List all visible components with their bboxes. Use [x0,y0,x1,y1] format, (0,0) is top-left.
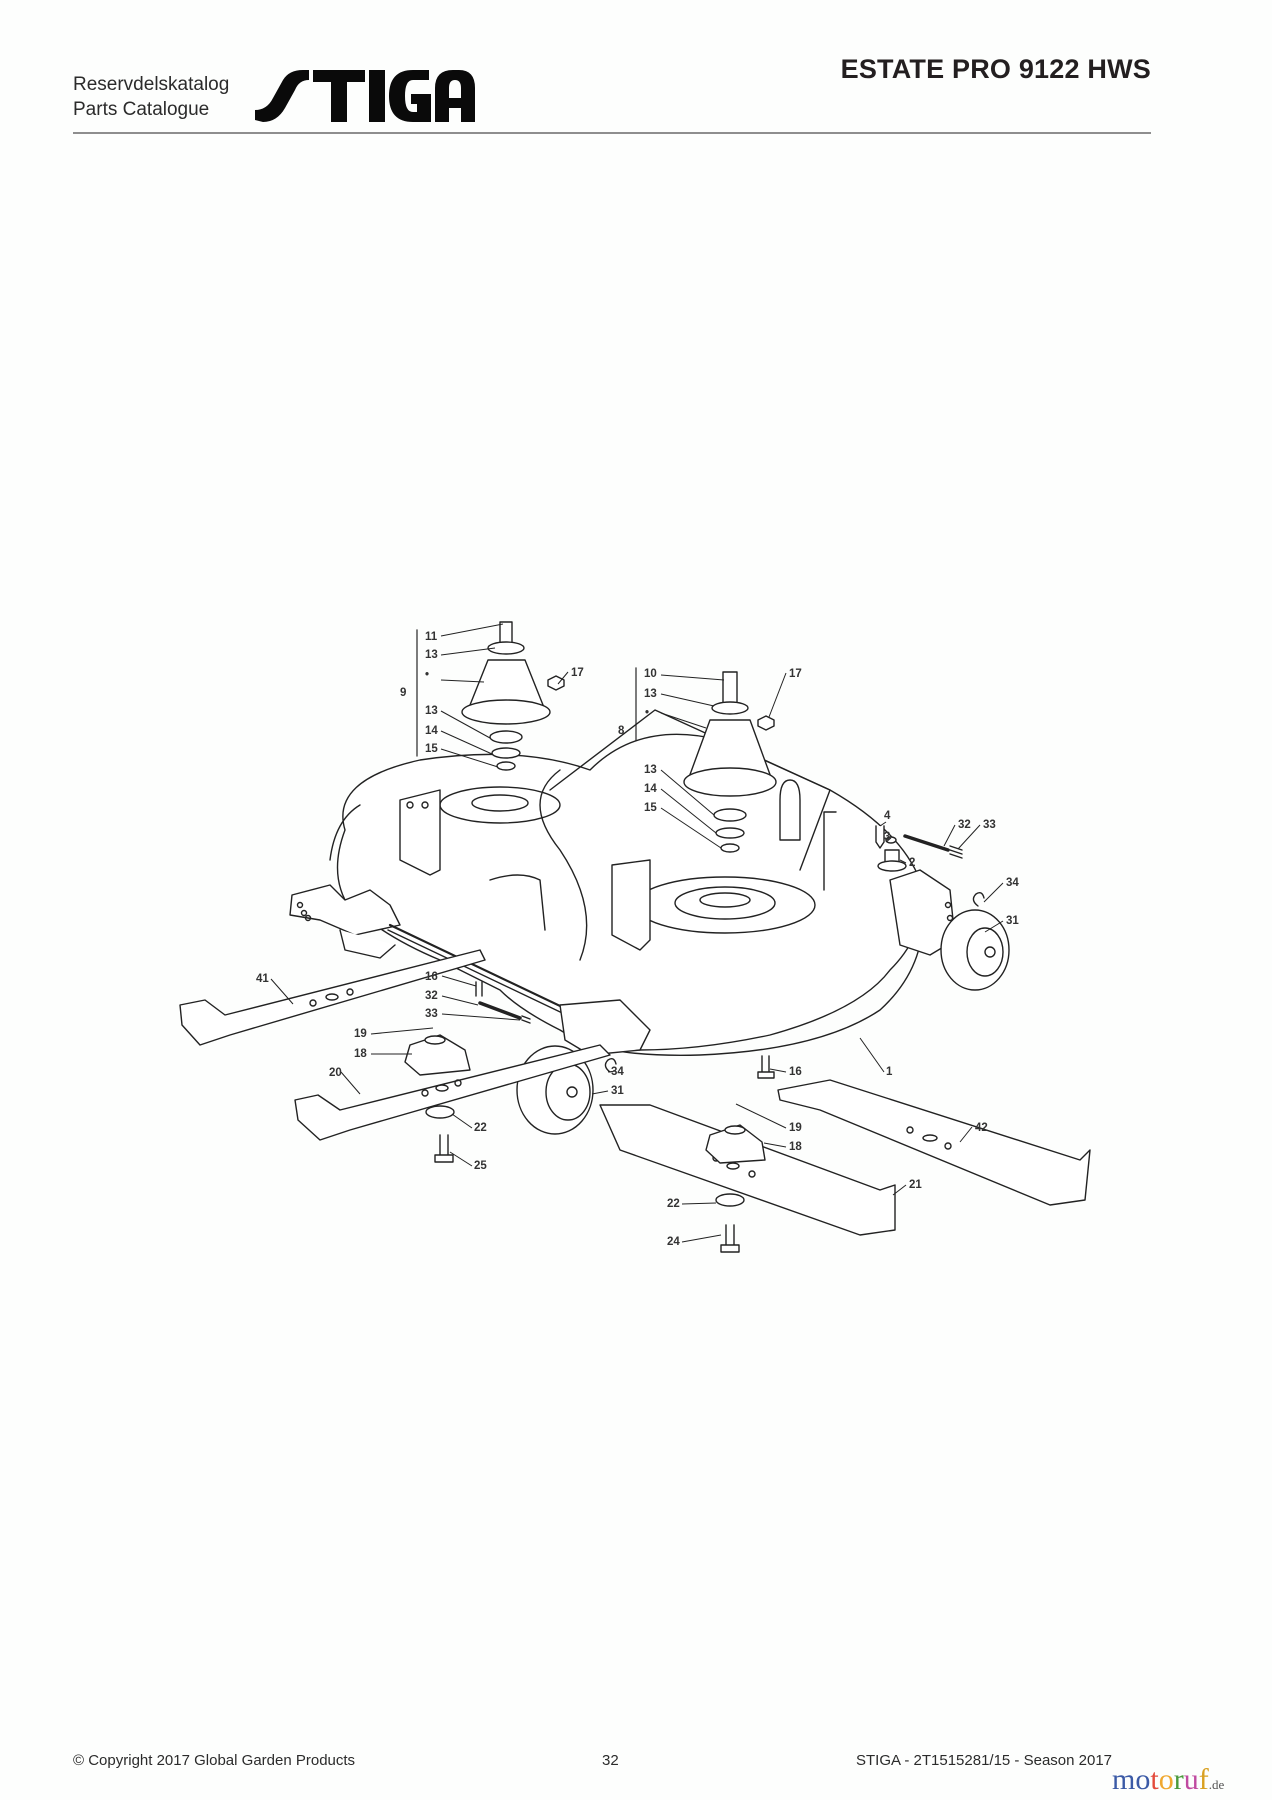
callout-31: 31 [611,1085,624,1097]
model-title: ESTATE PRO 9122 HWS [840,54,1151,84]
callout-16: 16 [425,971,438,983]
copyright-notice: © Copyright 2017 Global Garden Products [73,1752,356,1769]
callout-15: 15 [425,743,438,755]
callout-13: 13 [644,764,657,776]
callout-33: 33 [983,819,996,831]
callout-10: 10 [644,668,657,680]
callout-13: 13 [425,705,438,717]
callout-2: 2 [909,857,915,869]
callout-25: 25 [474,1160,487,1172]
callout-32: 32 [958,819,971,831]
callout-19: 19 [789,1122,802,1134]
callout-42: 42 [975,1122,988,1134]
catalog-title-english: Parts Catalogue [73,99,210,120]
callout-8: 8 [618,725,625,737]
callout-dot: • [425,669,429,681]
callout-13: 13 [644,688,657,700]
callout-19: 19 [354,1028,367,1040]
watermark-letter: o [1158,1763,1174,1796]
callout-34: 34 [611,1066,624,1078]
watermark-letter: t [1150,1763,1159,1796]
callout-22: 22 [667,1198,680,1210]
callout-14: 14 [425,725,438,737]
callout-33: 33 [425,1008,438,1020]
callout-18: 18 [354,1048,367,1060]
page-number: 32 [602,1752,619,1769]
callout-4: 4 [884,810,891,822]
watermark-letter: m [1112,1763,1136,1796]
callout-24: 24 [667,1236,680,1248]
watermark-letter: u [1183,1763,1199,1796]
callout-15: 15 [644,802,657,814]
document-reference: STIGA - 2T1515281/15 - Season 2017 [856,1752,1113,1769]
callout-20: 20 [329,1067,342,1079]
callout-9: 9 [400,687,406,699]
callout-18: 18 [789,1141,802,1153]
callout-3: 3 [884,831,890,843]
catalog-title-swedish: Reservdelskatalog [73,74,230,95]
motoruf-watermark: motoruf.de [1112,1765,1224,1800]
callout-22: 22 [474,1122,487,1134]
stiga-logo [255,70,475,122]
callout-dot: • [645,707,649,719]
callout-17: 17 [789,668,802,680]
callout-11: 11 [425,631,438,643]
callout-13: 13 [425,649,438,661]
callout-1: 1 [886,1066,893,1078]
callout-labels: 11 13 • 9 17 13 14 15 10 13 • 8 17 13 14… [256,631,1019,1248]
header-divider [73,132,1151,134]
watermark-letter: r [1173,1763,1184,1796]
watermark-letter: o [1135,1763,1151,1796]
callout-31: 31 [1006,915,1019,927]
callout-14: 14 [644,783,657,795]
watermark-suffix: .de [1208,1777,1225,1792]
callout-32: 32 [425,990,438,1002]
callout-41: 41 [256,973,269,985]
watermark-letter: f [1198,1763,1209,1796]
callout-21: 21 [909,1179,922,1191]
callout-16: 16 [789,1066,802,1078]
callout-34: 34 [1006,877,1019,889]
callout-17: 17 [571,667,584,679]
